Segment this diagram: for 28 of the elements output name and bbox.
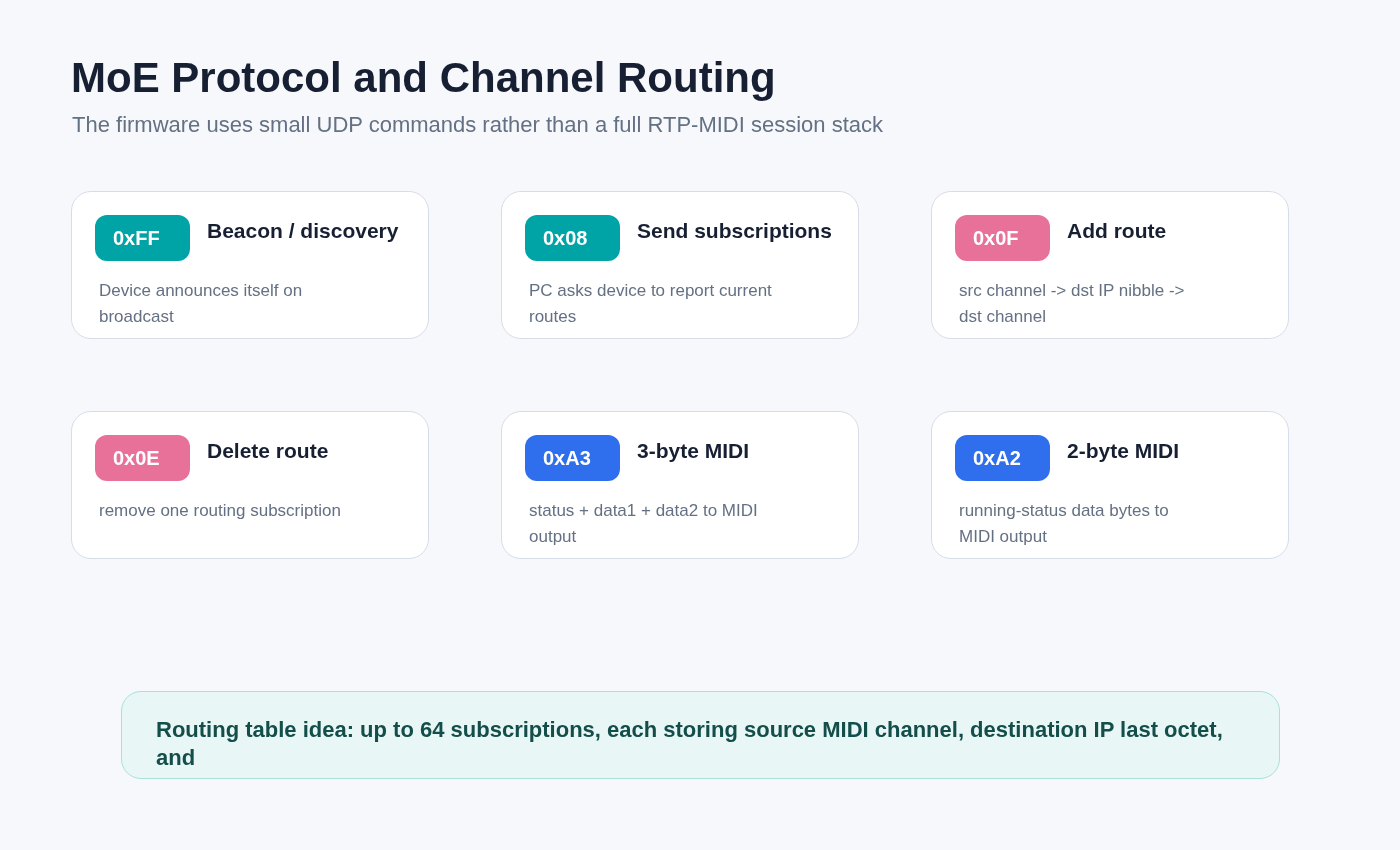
command-description: status + data1 + data2 to MIDI output <box>529 500 759 548</box>
opcode-badge: 0xA2 <box>955 435 1050 481</box>
command-card <box>931 411 1289 559</box>
command-title: 3-byte MIDI <box>637 439 749 463</box>
opcode-badge: 0x0E <box>95 435 190 481</box>
command-description: remove one routing subscription <box>99 500 342 522</box>
command-description: PC asks device to report current routes <box>529 280 773 328</box>
command-card <box>71 411 429 559</box>
command-card <box>501 191 859 339</box>
command-title: 2-byte MIDI <box>1067 439 1179 463</box>
opcode-badge: 0x0F <box>955 215 1050 261</box>
command-card <box>931 191 1289 339</box>
command-title: Add route <box>1067 219 1167 243</box>
command-title: Send subscriptions <box>637 219 832 243</box>
command-card <box>71 191 429 339</box>
opcode-badge: 0xA3 <box>525 435 620 481</box>
command-card <box>501 411 859 559</box>
subtitle: The firmware uses small UDP commands rather than a full RTP-MIDI session stack <box>72 112 883 138</box>
command-description: src channel -> dst IP nibble -> dst channel <box>959 280 1186 328</box>
command-description: Device announces itself on broadcast <box>99 280 304 328</box>
command-title: Delete route <box>207 439 329 463</box>
command-title: Beacon / discovery <box>207 219 399 243</box>
opcode-badge: 0xFF <box>95 215 190 261</box>
command-description: running-status data bytes to MIDI output <box>959 500 1170 548</box>
note-panel <box>121 691 1280 779</box>
note-text: Routing table idea: up to 64 subscriptions, each storing source MIDI channel, destination IP last octet, and <box>156 716 1224 772</box>
diagram-title: MoE Protocol and Channel Routing <box>71 54 776 102</box>
opcode-badge: 0x08 <box>525 215 620 261</box>
